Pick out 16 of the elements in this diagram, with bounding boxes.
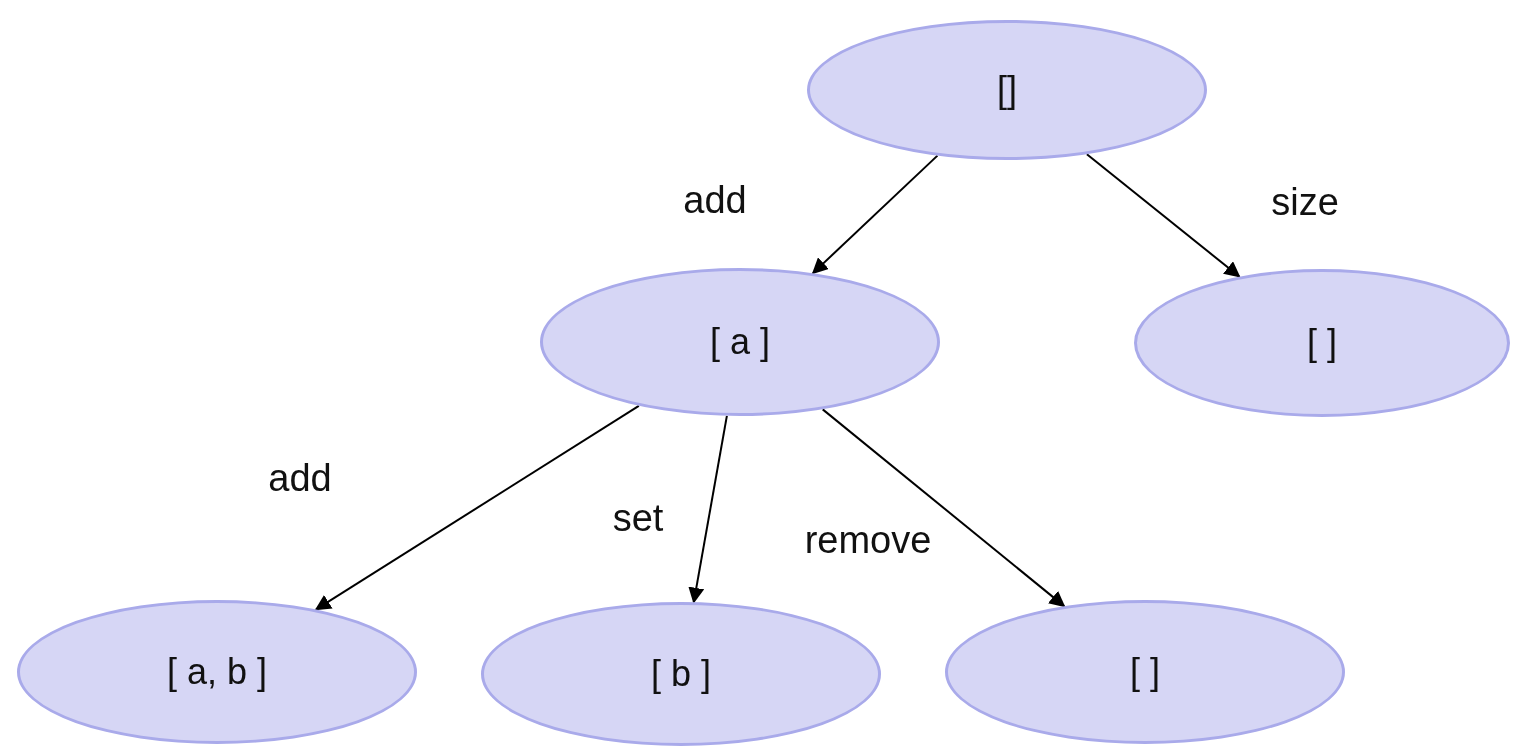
edge-label: set xyxy=(612,496,664,540)
state-text: [ ] xyxy=(1130,651,1160,693)
arrow xyxy=(821,408,1066,608)
arrow xyxy=(1085,153,1241,278)
state-text: [ ] xyxy=(1307,322,1337,364)
state-text: [ a ] xyxy=(710,321,770,363)
arrow xyxy=(811,154,939,275)
edge-label: add xyxy=(683,178,747,222)
arrow xyxy=(688,414,728,604)
arrow xyxy=(314,404,640,611)
edge-label: size xyxy=(1271,180,1339,224)
state-text: [ a, b ] xyxy=(166,651,268,693)
state-text: [] xyxy=(997,69,1017,111)
edge-label: remove xyxy=(804,518,932,562)
state-text: [ b ] xyxy=(651,653,711,695)
edge-label: add xyxy=(268,456,332,500)
